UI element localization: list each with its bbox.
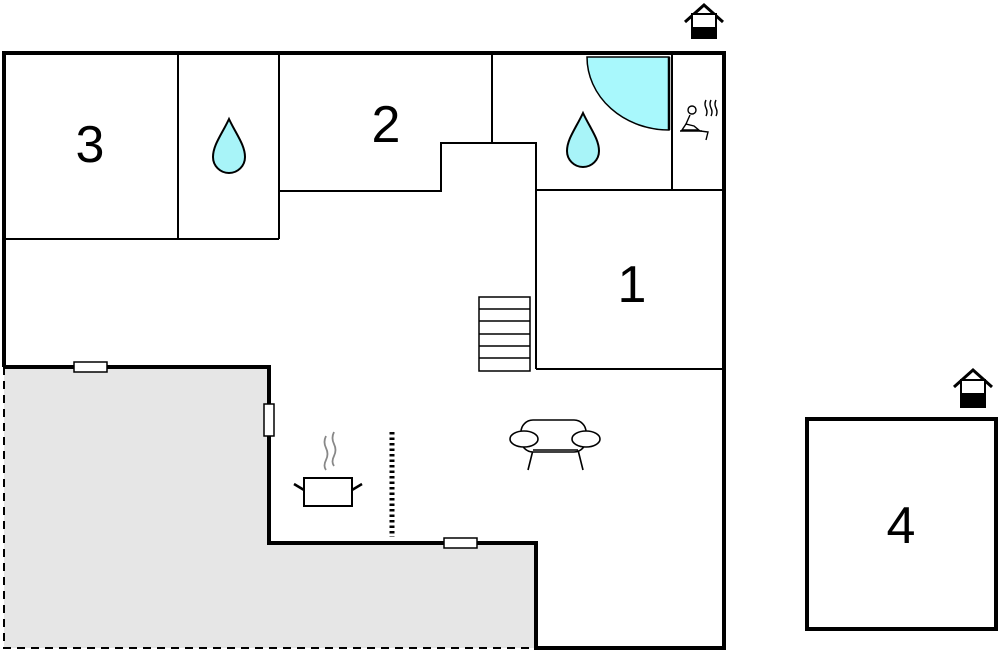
room-4-label: 4	[887, 497, 916, 555]
window	[443, 537, 478, 549]
shower-icon	[586, 56, 670, 131]
room-3-label: 3	[76, 116, 105, 174]
annex-building	[805, 417, 998, 631]
water-drop-icon	[565, 110, 601, 168]
terrace	[3, 367, 536, 649]
kitchen-pot-icon	[293, 431, 363, 507]
room-1-label: 1	[618, 256, 647, 314]
stairs-icon	[478, 296, 531, 372]
windows	[73, 361, 478, 549]
sauna-icon	[680, 99, 718, 141]
house-entrance-icon	[683, 2, 725, 39]
sofa-icon	[509, 419, 601, 471]
interior-walls	[4, 55, 724, 370]
house-entrance-icon	[952, 367, 994, 408]
window	[263, 403, 275, 437]
room-2-label: 2	[372, 96, 401, 154]
water-drop-icon	[211, 116, 247, 174]
window	[73, 361, 108, 373]
